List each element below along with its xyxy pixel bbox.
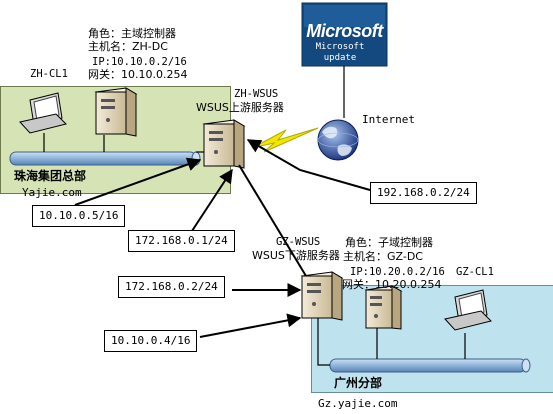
- zh-wsus-server-icon: [202, 119, 246, 169]
- hq-zone-label: 珠海集团总部: [14, 169, 87, 183]
- zh-dc-hostname: 主机名：ZH-DC: [88, 40, 168, 53]
- gz-external-ip-callout: 172.168.0.2/24: [118, 276, 225, 298]
- zh-dc-server-icon: [94, 87, 138, 137]
- gz-wsus-server-icon: [300, 271, 344, 321]
- hq-domain: Yajie.com: [22, 186, 82, 199]
- gz-dc-role: 角色：子域控制器: [345, 236, 433, 249]
- internet-globe-icon: [317, 119, 359, 161]
- zh-client-laptop-icon: [19, 92, 67, 134]
- zh-external-ip-callout: 172.168.0.1/24: [128, 230, 235, 252]
- gz-wsus-name: GZ-WSUS: [276, 236, 321, 248]
- zh-wsus-role: WSUS上游服务器: [196, 101, 284, 114]
- zh-internal-ip-callout: 10.10.0.5/16: [32, 205, 126, 227]
- gz-dc-server-icon: [364, 285, 403, 330]
- internet-label: Internet: [362, 113, 415, 126]
- gz-network-bus: [317, 318, 531, 373]
- wan-link-lightning-icon: [251, 127, 319, 153]
- gz-internal-ip-callout: 10.10.0.4/16: [104, 330, 198, 352]
- gz-client-laptop-icon: [444, 289, 492, 331]
- gz-domain: Gz.yajie.com: [318, 397, 398, 410]
- gz-dc-gateway: 网关：10.20.0.254: [342, 278, 442, 291]
- zh-dc-role: 角色：主域控制器: [88, 27, 176, 40]
- gz-zone-label: 广州分部: [334, 376, 383, 390]
- zh-dc-ip: IP:10.10.0.2/16: [92, 56, 187, 68]
- connector-lines: [74, 139, 371, 338]
- gz-client-label: GZ-CL1: [456, 266, 494, 278]
- internet-ip-callout: 192.168.0.2/24: [370, 182, 477, 204]
- gz-dc-ip: IP:10.20.0.2/16: [350, 266, 445, 278]
- zh-dc-gateway: 网关：10.10.0.254: [88, 68, 188, 81]
- gz-wsus-role: WSUS下游服务器: [252, 249, 340, 262]
- microsoft-update-logo: [301, 2, 388, 67]
- microsoft-update-label: Microsoft update: [315, 42, 365, 63]
- zh-client-label: ZH-CL1: [30, 68, 68, 80]
- gz-zone: [311, 285, 553, 393]
- gz-dc-hostname: 主机名：GZ-DC: [343, 250, 423, 263]
- hq-network-bus: [9, 133, 205, 166]
- microsoft-logo-text: Microsoft: [306, 21, 383, 41]
- zh-wsus-name: ZH-WSUS: [234, 88, 279, 100]
